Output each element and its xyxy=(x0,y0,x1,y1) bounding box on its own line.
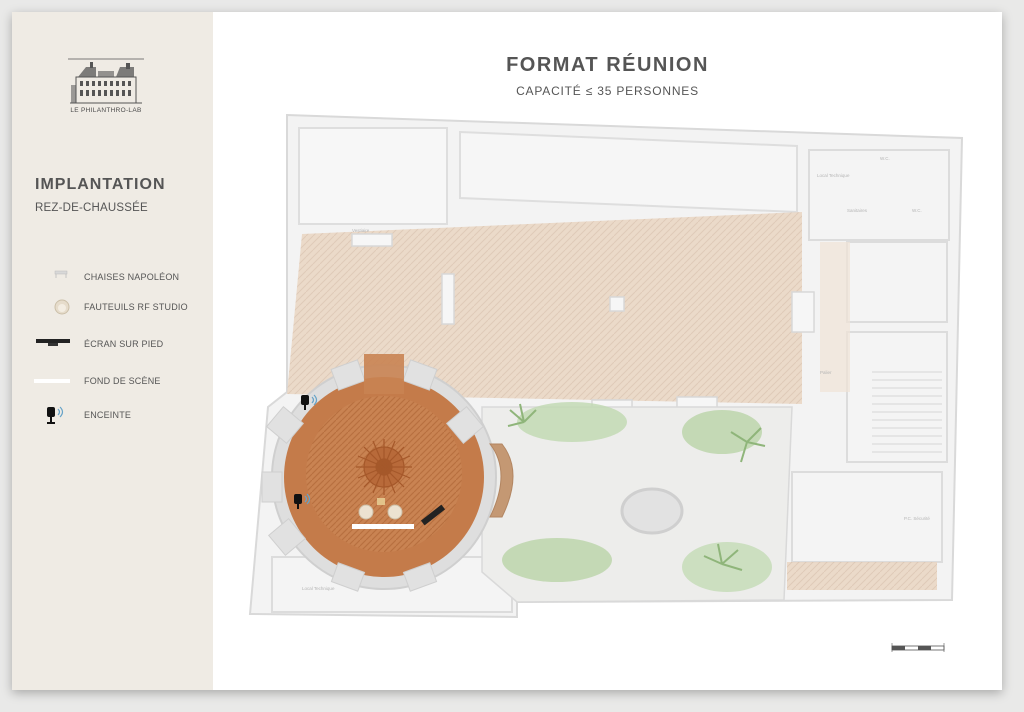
legend-label: CHAISES NAPOLÉON xyxy=(84,272,180,282)
legend-label: ÉCRAN SUR PIED xyxy=(84,339,164,349)
slide-card: LE PHILANTHRO-LAB IMPLANTATION REZ-DE-CH… xyxy=(12,12,1002,690)
room-services xyxy=(808,149,950,241)
page-subtitle: CAPACITÉ ≤ 35 PERSONNES xyxy=(516,84,699,98)
legend-label: ENCEINTE xyxy=(84,410,132,420)
room-pc-securite xyxy=(791,471,943,563)
side-table xyxy=(377,498,385,505)
speaker-icon xyxy=(301,394,318,410)
label-local-tech-bottom: Local Technique xyxy=(302,586,335,591)
room-stair-upper xyxy=(846,241,948,323)
legend-label: FOND DE SCÈNE xyxy=(84,376,161,386)
sidebar: LE PHILANTHRO-LAB IMPLANTATION REZ-DE-CH… xyxy=(12,12,213,690)
section-subtitle: REZ-DE-CHAUSSÉE xyxy=(35,202,148,214)
stair-treads xyxy=(872,371,942,453)
page-title: FORMAT RÉUNION xyxy=(506,54,709,76)
legend-item-screen: ÉCRAN SUR PIED xyxy=(32,333,212,357)
legend-item-backdrop: FOND DE SCÈNE xyxy=(32,370,212,394)
legend-item-speaker: ENCEINTE xyxy=(32,404,212,428)
label-local-technique: Local Technique xyxy=(817,173,850,178)
label-vestiaire: Vestiaire xyxy=(352,228,370,233)
room-stairs xyxy=(846,331,948,463)
floor-plan: Local Technique W.C. W.C. Sanitaires Ves… xyxy=(248,113,964,652)
rotunda-furniture xyxy=(294,394,446,529)
logo: LE PHILANTHRO-LAB xyxy=(68,57,144,125)
label-pc-securite: P.C. Sécurité xyxy=(904,516,930,521)
floor-rosette xyxy=(356,439,412,495)
armchair-icon xyxy=(54,299,70,315)
armchair-icon xyxy=(358,504,403,520)
screen-icon xyxy=(36,339,70,346)
backdrop-icon xyxy=(34,379,70,383)
steps xyxy=(488,443,514,518)
chair-icon xyxy=(54,270,68,278)
palier-floor xyxy=(820,242,850,392)
legend-item-chairs: CHAISES NAPOLÉON xyxy=(32,266,212,290)
rotunda xyxy=(261,354,514,592)
plantings xyxy=(502,402,772,592)
label-wc-1: W.C. xyxy=(880,156,890,161)
label-palier: Palier xyxy=(820,370,832,375)
backdrop-icon xyxy=(352,524,414,529)
logo-text: LE PHILANTHRO-LAB xyxy=(70,107,142,114)
room-top-left xyxy=(298,127,448,225)
legend-item-armchairs: FAUTEUILS RF STUDIO xyxy=(32,296,212,320)
label-wc-2: W.C. xyxy=(912,208,922,213)
section-title: IMPLANTATION xyxy=(35,176,166,193)
label-sanitaires: Sanitaires xyxy=(847,208,868,213)
building-logo-icon xyxy=(68,58,144,104)
main-hall-floor xyxy=(287,212,802,404)
fountain xyxy=(620,487,684,535)
room-top-corridor xyxy=(459,130,798,214)
speaker-icon xyxy=(47,406,64,424)
screen-icon xyxy=(420,504,446,526)
strip-floor xyxy=(787,562,937,590)
scale-bar xyxy=(891,643,945,652)
legend-label: FAUTEUILS RF STUDIO xyxy=(84,302,188,312)
speaker-icon xyxy=(294,493,311,509)
